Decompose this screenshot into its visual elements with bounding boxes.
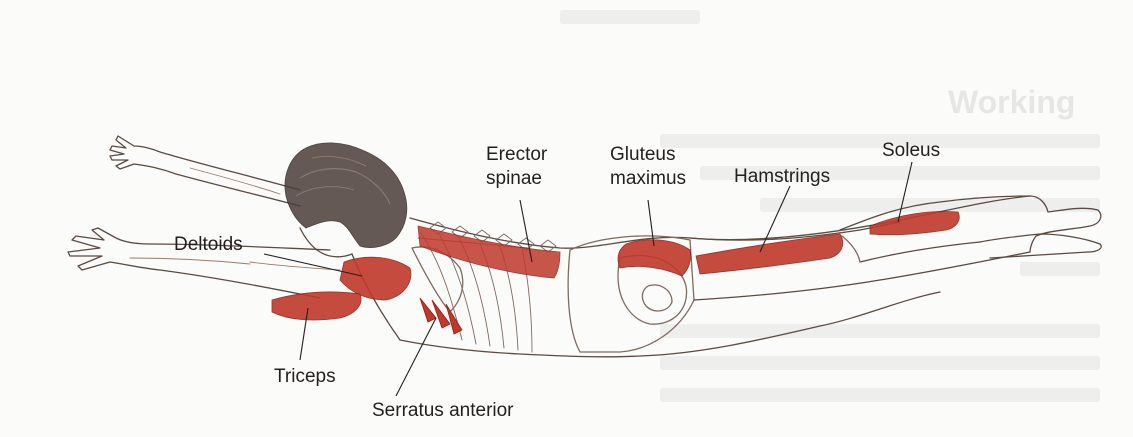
hair bbox=[285, 143, 407, 248]
knee-detail bbox=[842, 236, 860, 262]
upper-leg-outline bbox=[690, 222, 900, 240]
near-arm-humerus bbox=[250, 262, 340, 270]
label-hamstrings: Hamstrings bbox=[734, 166, 830, 188]
label-serratus-anterior: Serratus anterior bbox=[372, 400, 514, 422]
far-foot-outline bbox=[980, 234, 1101, 258]
shin-outline bbox=[860, 242, 980, 262]
label-soleus: Soleus bbox=[882, 140, 940, 162]
far-arm-outline bbox=[110, 136, 300, 206]
belly-outline bbox=[400, 292, 940, 357]
femur-head bbox=[642, 285, 672, 311]
label-triceps: Triceps bbox=[274, 366, 336, 388]
leader-serratus-anterior bbox=[396, 318, 436, 396]
near-arm-forearm-bone bbox=[130, 258, 250, 264]
label-gluteus-maximus-line2: maximus bbox=[610, 168, 686, 190]
muscle-erector-spinae bbox=[418, 226, 560, 278]
leader-soleus bbox=[898, 162, 912, 222]
label-gluteus-maximus-line1: Gluteus bbox=[610, 144, 675, 166]
label-deltoids: Deltoids bbox=[174, 234, 243, 256]
muscle-serratus-2 bbox=[432, 300, 450, 328]
face-outline bbox=[300, 228, 352, 257]
label-erector-spinae-line1: Erector bbox=[486, 144, 547, 166]
muscle-soleus bbox=[870, 212, 959, 235]
label-erector-spinae-line2: spinae bbox=[486, 168, 542, 190]
muscle-triceps bbox=[272, 292, 361, 320]
foot-outline bbox=[1030, 196, 1101, 252]
